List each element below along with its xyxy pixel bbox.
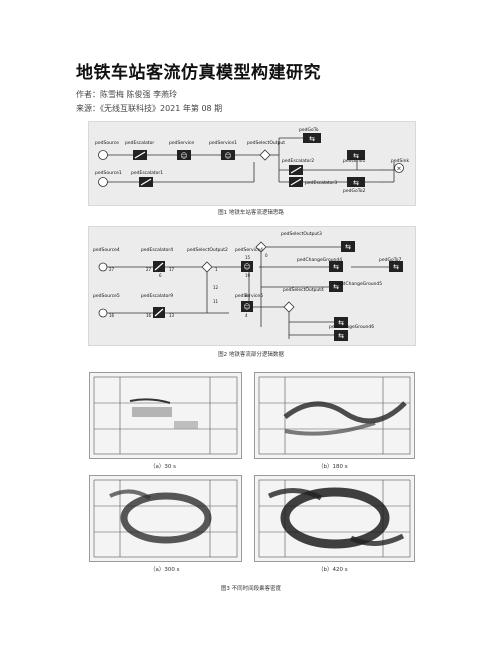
change-ground6-icon xyxy=(334,330,348,341)
select-output3-icon xyxy=(255,241,267,253)
node-pedescalator3: pedEscalator3 xyxy=(305,180,337,186)
count-12: 12 xyxy=(213,285,219,290)
svg-text:☺: ☺ xyxy=(243,263,250,271)
svg-text:☺: ☺ xyxy=(243,303,250,311)
goto-icon xyxy=(303,133,321,143)
goto1-icon xyxy=(347,150,365,160)
svg-text:⇆: ⇆ xyxy=(333,263,339,271)
count-27: 27 xyxy=(109,267,115,272)
ped-source-icon xyxy=(98,150,108,160)
svg-text:⇆: ⇆ xyxy=(393,263,399,271)
select-output-icon xyxy=(259,149,271,161)
svg-text:⇆: ⇆ xyxy=(353,152,359,160)
select-output4-icon xyxy=(283,301,295,313)
figure-1-caption: 图1 地铁车站客流逻辑思路 xyxy=(218,210,284,216)
count-6: 6 xyxy=(159,273,162,278)
density-map-420s xyxy=(254,475,415,562)
node-pedsource5: pedSource5 xyxy=(93,293,120,299)
count-1: 1 xyxy=(215,267,218,272)
figure-2-diagram: ☺ ⇆ ⇆ ⇆ ⇆ ☺ ⇆ ⇆ pedSource4 pedEscalator4… xyxy=(93,231,403,341)
authors-line: 作者：陈雪梅 陈俊强 李燕玲 xyxy=(76,90,178,99)
node-pedselectoutput4: pedSelectOutput4 xyxy=(283,287,324,293)
svg-text:⇆: ⇆ xyxy=(333,283,339,291)
service5-icon xyxy=(241,301,253,312)
count-4: 4 xyxy=(245,313,248,318)
svg-text:⇆: ⇆ xyxy=(338,319,344,327)
figure-1-diagram: ☺ ☺ ⇆ ⇆ ✕ ⇆ pedSource pedEscalator pedSe… xyxy=(95,127,409,194)
svg-text:⇆: ⇆ xyxy=(338,332,344,340)
count-17: 17 xyxy=(169,267,175,272)
svg-text:☺: ☺ xyxy=(224,152,231,160)
count-0: 0 xyxy=(265,253,268,258)
figure-1-panel: ☺ ☺ ⇆ ⇆ ✕ ⇆ pedSource pedEscalator pedSe… xyxy=(88,121,416,206)
node-pedchangeground5: pedChangeGround5 xyxy=(337,281,382,287)
svg-text:✕: ✕ xyxy=(396,166,401,173)
node-pedservice5: pedService5 xyxy=(235,293,263,299)
change-ground5b-icon xyxy=(334,317,348,328)
count-8: 8 xyxy=(245,293,248,298)
svg-text:⇆: ⇆ xyxy=(309,135,315,143)
node-pedselectoutput: pedSelectOutput xyxy=(247,140,285,146)
count-19: 19 xyxy=(245,273,251,278)
count-27b: 27 xyxy=(146,267,152,272)
figure-3-caption: 图3 不同时间段乘客密度 xyxy=(220,586,282,592)
node-pedsource4: pedSource4 xyxy=(93,247,120,253)
subcaption-a-30s: （a）30 s xyxy=(150,464,176,470)
count-16b: 16 xyxy=(146,313,152,318)
node-pedsource1: pedSource1 xyxy=(95,170,122,176)
svg-text:⇆: ⇆ xyxy=(353,179,359,187)
change-ground5-icon xyxy=(329,281,343,292)
node-pedsource: pedSource xyxy=(95,140,119,146)
service-icon xyxy=(177,150,191,160)
node-pedsink: pedSink xyxy=(391,158,409,164)
service4-icon xyxy=(241,261,253,272)
figure-2-caption: 图2 地铁客流部分逻辑数据 xyxy=(218,352,284,358)
count-16: 16 xyxy=(109,313,115,318)
service1-icon xyxy=(221,150,235,160)
density-map-180s xyxy=(254,372,415,459)
node-pedescalator1: pedEscalator1 xyxy=(131,170,163,176)
subcaption-c-300s: （a）300 s xyxy=(150,567,180,573)
node-pedchangeground6: pedChangeGround6 xyxy=(329,324,374,330)
source-line: 来源：《无线互联科技》2021 年第 08 期 xyxy=(76,104,223,113)
node-pedchangeground4: pedChangeGround4 xyxy=(297,257,342,263)
node-pedgoto2: pedGoTo2 xyxy=(343,188,365,194)
node-pedservice: pedService xyxy=(169,140,194,146)
density-map-30s xyxy=(89,372,242,459)
select-output2-icon xyxy=(201,261,213,273)
sink-icon xyxy=(394,163,404,173)
svg-text:☺: ☺ xyxy=(180,152,187,160)
node-pedescalator: pedEscalator xyxy=(125,140,154,146)
page-title: 地铁车站客流仿真模型构建研究 xyxy=(76,63,321,83)
count-11: 11 xyxy=(213,299,219,304)
node-pedservice1: pedService1 xyxy=(209,140,237,146)
ped-source1-icon xyxy=(98,177,108,187)
node-pedgoto1: pedGoTo1 xyxy=(343,158,365,164)
node-pedgoto7: pedGoTo7 xyxy=(379,257,401,263)
subcaption-b-180s: （b）180 s xyxy=(318,464,348,470)
goto-top-icon xyxy=(341,241,355,252)
ped-source4-icon xyxy=(98,262,108,272)
node-pedselectoutput2: pedSelectOutput2 xyxy=(187,247,228,253)
node-pedservice4: pedService4 xyxy=(235,247,263,253)
node-pedescalator2: pedEscalator2 xyxy=(282,158,314,164)
count-13: 13 xyxy=(169,313,175,318)
figure-2-panel: ☺ ⇆ ⇆ ⇆ ⇆ ☺ ⇆ ⇆ pedSource4 pedEscalator4… xyxy=(88,226,416,346)
node-pedescalator9: pedEscalator9 xyxy=(141,293,173,299)
node-pedgoto: pedGoTo xyxy=(299,127,319,133)
change-ground4-icon xyxy=(329,261,343,272)
goto2-icon xyxy=(347,177,365,187)
density-map-300s xyxy=(89,475,242,562)
subcaption-d-420s: （b）420 s xyxy=(318,567,348,573)
count-15: 15 xyxy=(245,255,251,260)
ped-source5-icon xyxy=(98,308,108,318)
goto7-icon xyxy=(389,261,403,272)
node-pedescalator4: pedEscalator4 xyxy=(141,247,173,253)
svg-text:⇆: ⇆ xyxy=(345,243,351,251)
node-pedselectoutput3: pedSelectOutput3 xyxy=(281,231,322,237)
